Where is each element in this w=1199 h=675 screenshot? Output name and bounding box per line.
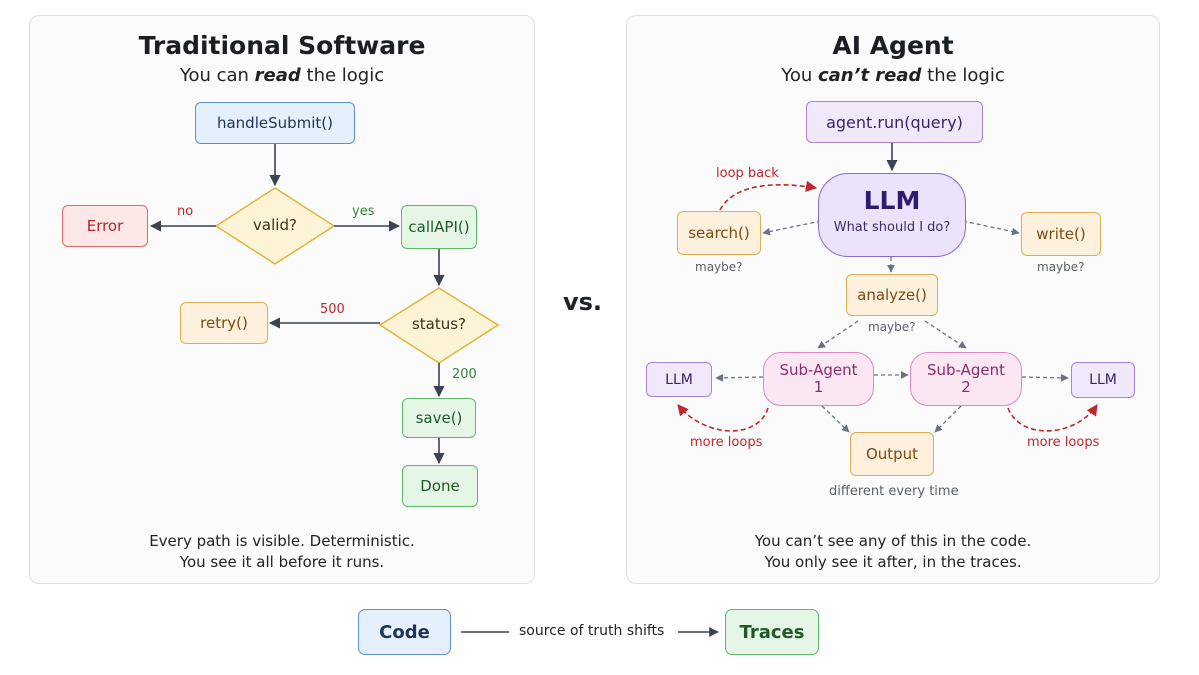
- retry-node: retry(): [180, 302, 268, 344]
- left-subtitle: You can read the logic: [179, 65, 385, 86]
- llm-main-node: LLM What should I do?: [818, 173, 966, 257]
- valid-diamond: [214, 187, 336, 265]
- edge-label-500: 500: [320, 302, 345, 317]
- left-footer: Every path is visible. Deterministic. Yo…: [149, 532, 415, 571]
- write-node: write(): [1021, 212, 1101, 256]
- done-node: Done: [402, 465, 478, 507]
- left-title: Traditional Software: [138, 31, 426, 60]
- llm-main-title: LLM: [863, 186, 921, 215]
- llm-main-subtitle: What should I do?: [833, 220, 951, 235]
- llm-left-node: LLM: [646, 362, 712, 397]
- analyze-node: analyze(): [846, 274, 938, 316]
- handle-submit-node: handleSubmit(): [195, 102, 355, 144]
- maybe-analyze-label: maybe?: [868, 320, 916, 334]
- call-api-node: callAPI(): [401, 205, 477, 249]
- source-of-truth-label: source of truth shifts: [519, 623, 665, 639]
- valid-label: valid?: [253, 216, 297, 234]
- save-node: save(): [402, 398, 476, 438]
- different-every-time-label: different every time: [829, 484, 959, 499]
- right-title: AI Agent: [832, 31, 954, 60]
- code-box: Code: [358, 609, 451, 655]
- more-loops-left-label: more loops: [690, 435, 763, 450]
- edge-label-no: no: [177, 204, 194, 219]
- llm-right-node: LLM: [1071, 362, 1135, 398]
- maybe-write-label: maybe?: [1037, 260, 1085, 274]
- vs-label: vs.: [563, 288, 603, 316]
- right-footer: You can’t see any of this in the code. Y…: [754, 532, 1032, 571]
- more-loops-right-label: more loops: [1027, 435, 1100, 450]
- traces-box: Traces: [725, 609, 819, 655]
- edge-label-200: 200: [452, 367, 477, 382]
- search-node: search(): [677, 211, 761, 255]
- agent-run-node: agent.run(query): [806, 101, 983, 143]
- edge-label-yes: yes: [352, 204, 375, 219]
- status-label: status?: [411, 315, 467, 333]
- right-subtitle: You can’t read the logic: [781, 65, 1005, 86]
- error-node: Error: [62, 205, 148, 247]
- loop-back-label: loop back: [716, 166, 779, 181]
- maybe-search-label: maybe?: [695, 260, 743, 274]
- output-node: Output: [850, 432, 934, 476]
